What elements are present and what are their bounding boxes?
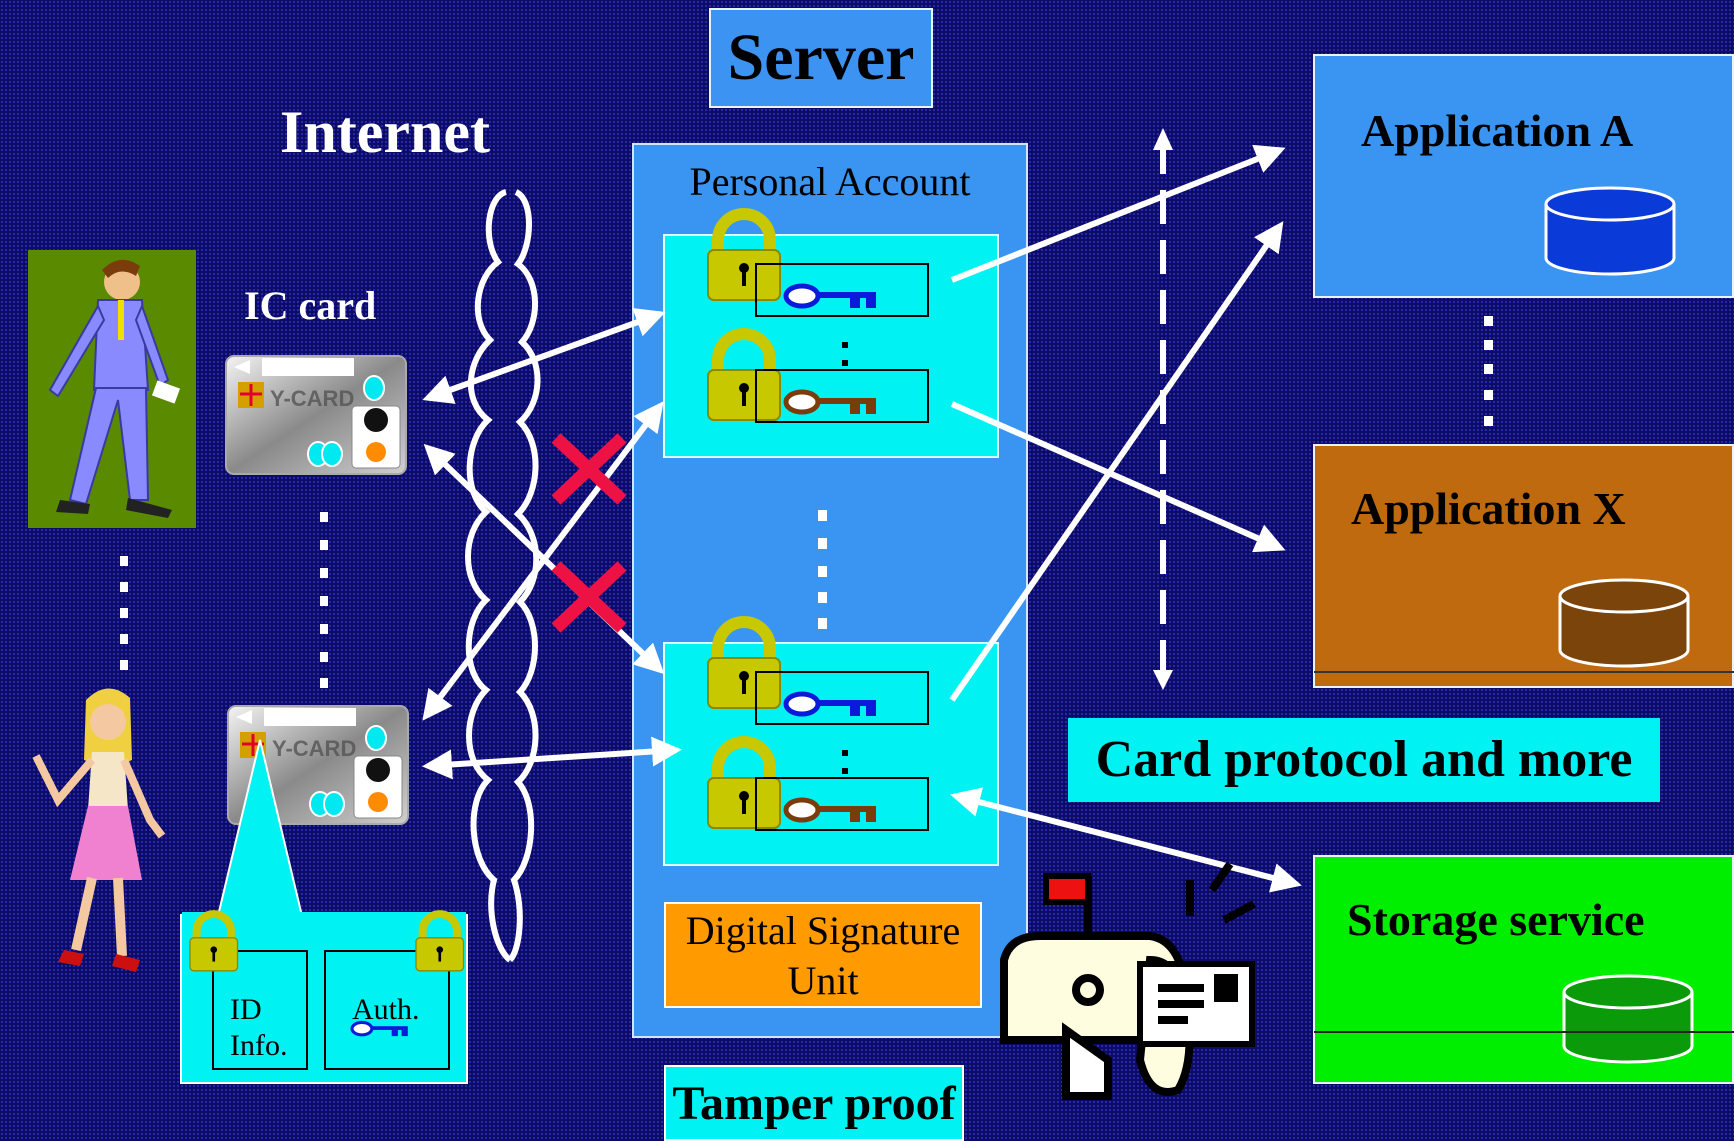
cross-icon: [551, 433, 627, 505]
connection-arrows: [422, 144, 1302, 893]
application-a-title: Application A: [1361, 105, 1634, 156]
database-icon: [1562, 974, 1694, 1064]
key-icon: [786, 800, 876, 822]
padlock-icon: [708, 334, 780, 420]
cross-icon: [551, 561, 627, 633]
ellipsis-dots-server: [818, 510, 827, 629]
account-keys-bottom: [708, 622, 929, 830]
application-a-box: Application A: [1313, 54, 1734, 298]
internet-label: Internet: [280, 99, 490, 165]
auth-cell: Auth.: [324, 950, 450, 1070]
id-info-cell: ID Info.: [212, 950, 308, 1070]
internet-cloud-icon: [465, 189, 541, 963]
key-icon: [350, 1020, 410, 1038]
person-man-icon: [28, 250, 196, 528]
tamper-proof-label: Tamper proof: [664, 1065, 964, 1141]
id-info-label: ID Info.: [230, 993, 288, 1062]
person-woman-icon: [32, 688, 166, 972]
key-icon: [786, 286, 876, 308]
dashed-double-arrow: [1153, 128, 1173, 690]
ellipsis-dots-apps: [1484, 316, 1493, 426]
ellipsis-dots-left: [120, 512, 328, 688]
account-keys-top: [708, 214, 929, 422]
database-icon: [1558, 578, 1690, 668]
padlock-icon: [708, 622, 780, 708]
auth-label: Auth.: [352, 993, 420, 1026]
key-icon: [786, 392, 876, 414]
padlock-icon: [190, 914, 238, 971]
ic-card-icon: [224, 354, 408, 476]
digital-signature-unit: Digital Signature Unit: [664, 902, 982, 1008]
server-title: Server: [709, 8, 933, 108]
application-x-title: Application X: [1351, 483, 1626, 534]
personal-account-label: Personal Account: [689, 159, 971, 204]
padlock-icon: [708, 214, 780, 300]
storage-service-title: Storage service: [1347, 894, 1645, 945]
mailbox-icon: [1000, 861, 1256, 1100]
padlock-icon: [416, 914, 464, 971]
key-icon: [786, 694, 876, 716]
padlock-icon: [708, 742, 780, 828]
database-icon: [1544, 186, 1676, 276]
ic-card-label: IC card: [244, 283, 377, 328]
